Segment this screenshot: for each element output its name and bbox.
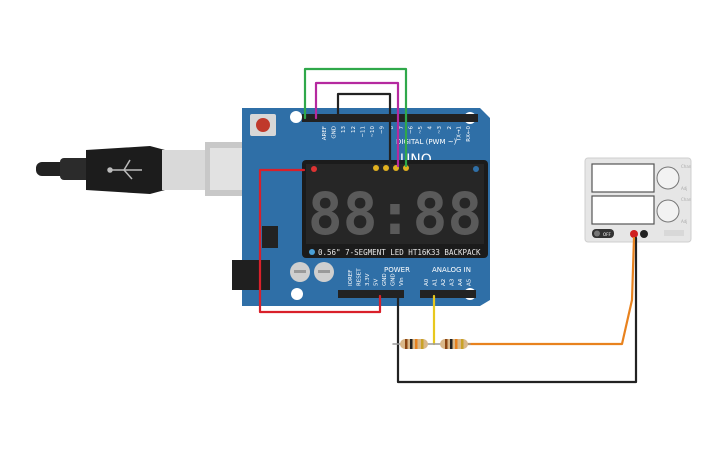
- pin-label: A3: [450, 278, 456, 286]
- mount-hole: [291, 288, 303, 300]
- pin-label: 5V: [374, 279, 380, 286]
- voltage-regulator: [262, 226, 278, 248]
- analog-header-label: ANALOG IN: [432, 266, 471, 274]
- pin-label: 8: [389, 126, 395, 130]
- backpack-logo-icon: [309, 249, 315, 255]
- pin-label: TX→1: [456, 126, 462, 142]
- power-switch[interactable]: OFF: [592, 229, 614, 238]
- capacitors: [290, 262, 334, 282]
- wire-green[interactable]: [303, 67, 408, 168]
- wire-red[interactable]: [258, 168, 382, 314]
- wire-orange[interactable]: [464, 236, 636, 346]
- digital-header-label: DIGITAL (PWM ~): [396, 138, 457, 146]
- power-jack: [232, 260, 270, 290]
- resistor-1[interactable]: [400, 339, 428, 349]
- pin-label: 13: [341, 126, 347, 133]
- pin-label: ~9: [380, 126, 386, 135]
- pin-label: 12: [351, 126, 357, 133]
- resistor-2[interactable]: [440, 339, 468, 349]
- display-digits: 88:88: [308, 180, 483, 248]
- pin-label: Vin: [399, 277, 405, 286]
- pin-label: 7: [399, 126, 405, 130]
- ps-label-plate: [664, 230, 684, 236]
- pin-label: A4: [458, 278, 464, 286]
- pin-label: 4: [428, 126, 434, 130]
- current-display: [591, 195, 655, 225]
- reset-button[interactable]: [250, 114, 276, 136]
- knob-label: Chan: [681, 164, 692, 169]
- pin-label: GND: [391, 273, 397, 286]
- pin-label: GND: [332, 126, 338, 139]
- status-led: [311, 166, 317, 172]
- pin-label: RX←0: [466, 126, 472, 142]
- usb-cable[interactable]: [36, 142, 275, 196]
- pin-label: GND: [382, 273, 388, 286]
- pin-label: IOREF: [348, 270, 354, 286]
- pin-label: ~11: [360, 126, 366, 138]
- negative-terminal[interactable]: [640, 230, 648, 238]
- pin-label: ~5: [418, 126, 424, 135]
- power-supply[interactable]: Chan Adj Chan Adj OFF: [584, 157, 692, 243]
- wire-black-top[interactable]: [336, 92, 392, 168]
- wire-magenta[interactable]: [314, 81, 400, 168]
- knob-label: Adj: [681, 186, 687, 191]
- pin-label: A2: [441, 279, 447, 286]
- knob-label: Adj: [681, 219, 687, 224]
- pin-label: AREF: [322, 126, 328, 140]
- indicator-led: [473, 166, 479, 172]
- display-label: 0.56" 7-SEGMENT LED HT16K33 BACKPACK: [318, 248, 481, 257]
- pin-label: ~3: [437, 126, 443, 135]
- seven-segment-display[interactable]: 88:88 0.56" 7-SEGMENT LED HT16K33 BACKPA…: [302, 160, 488, 258]
- pin-label: RESET: [357, 268, 363, 286]
- pin-label: A5: [467, 278, 473, 286]
- pin-label: A1: [433, 279, 439, 286]
- pin-label: A0: [424, 278, 430, 286]
- mount-hole: [290, 111, 302, 123]
- power-header: [338, 290, 404, 298]
- off-label: OFF: [603, 232, 611, 237]
- pin-label: ~6: [408, 126, 414, 135]
- pin-label: 3.3V: [365, 273, 371, 286]
- voltage-display: [591, 163, 655, 193]
- knob-label: Chan: [681, 197, 692, 202]
- usb-symbol-icon: [107, 159, 142, 180]
- wire-black-ground[interactable]: [396, 236, 638, 384]
- positive-terminal[interactable]: [630, 230, 638, 238]
- analog-header: [420, 290, 476, 298]
- power-header-label: POWER: [384, 266, 410, 274]
- pin-label: ~10: [370, 126, 376, 138]
- voltage-knob[interactable]: [656, 166, 680, 190]
- current-knob[interactable]: [656, 199, 680, 223]
- pin-label: 2: [447, 126, 453, 130]
